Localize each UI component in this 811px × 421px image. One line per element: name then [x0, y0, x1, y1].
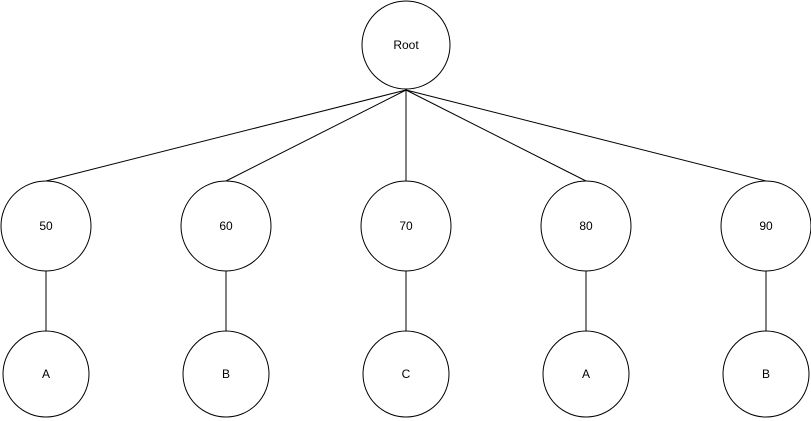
edge-root-60: [225, 89, 407, 182]
leaf-edges: [45, 271, 767, 331]
node-root: Root: [361, 0, 451, 90]
node-leaf-a-2-label: A: [582, 367, 590, 381]
node-70-label: 70: [399, 219, 413, 233]
node-leaf-c-label: C: [402, 367, 411, 381]
node-leaf-c-circle: [362, 330, 450, 418]
node-leaf-a-1-label: A: [42, 367, 50, 381]
node-50: 50: [0, 180, 92, 272]
node-leaf-b-1-circle: [182, 330, 270, 418]
edge-root-90: [405, 89, 767, 182]
node-leaf-b-2: B: [722, 330, 810, 418]
node-70: 70: [360, 180, 452, 272]
node-leaf-a-1-circle: [2, 330, 90, 418]
node-leaf-a-2-circle: [542, 330, 630, 418]
node-80-label: 80: [579, 219, 593, 233]
node-80-circle: [540, 180, 632, 272]
node-90: 90: [720, 180, 811, 272]
node-60-label: 60: [219, 219, 233, 233]
node-leaf-c: C: [362, 330, 450, 418]
node-leaf-b-2-circle: [722, 330, 810, 418]
node-leaf-a-2: A: [542, 330, 630, 418]
node-70-circle: [360, 180, 452, 272]
node-50-label: 50: [39, 219, 53, 233]
node-90-circle: [720, 180, 811, 272]
node-60: 60: [180, 180, 272, 272]
edge-root-80: [405, 89, 587, 182]
root-label: Root: [393, 38, 419, 52]
node-leaf-b-1: B: [182, 330, 270, 418]
edge-root-50: [45, 89, 407, 182]
node-50-circle: [0, 180, 92, 272]
node-90-label: 90: [759, 219, 773, 233]
node-leaf-b-2-label: B: [762, 367, 770, 381]
root-edges: [45, 89, 767, 182]
node-80: 80: [540, 180, 632, 272]
root-circle: [361, 0, 451, 90]
node-leaf-a-1: A: [2, 330, 90, 418]
node-60-circle: [180, 180, 272, 272]
node-leaf-b-1-label: B: [222, 367, 230, 381]
